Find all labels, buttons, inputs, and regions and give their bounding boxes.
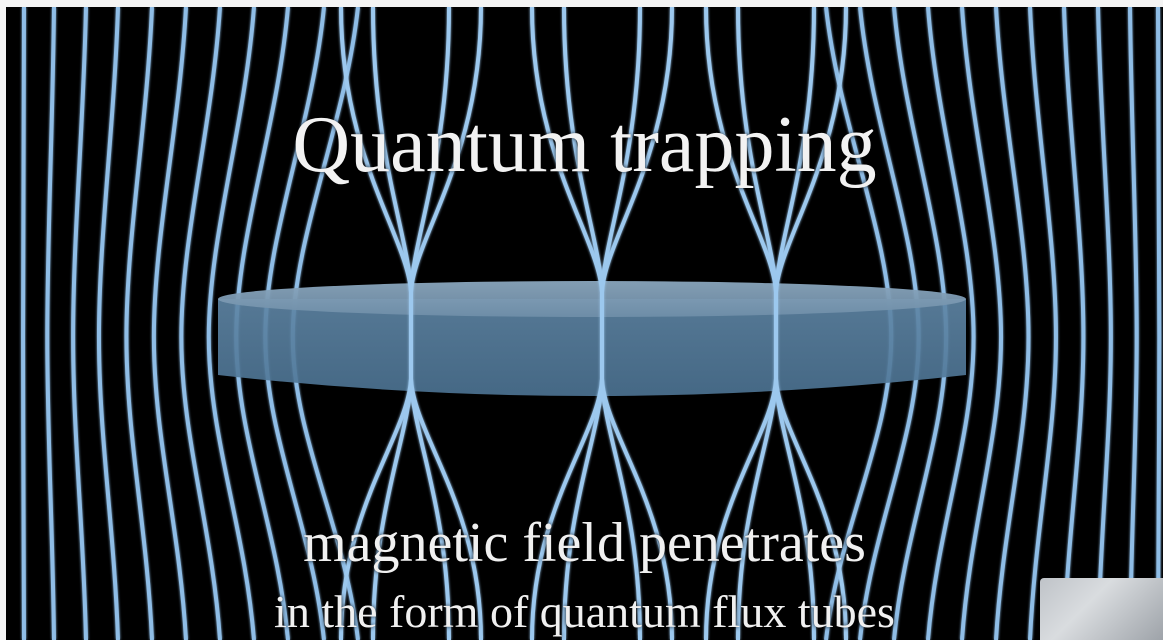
magnetic-field-illustration	[21, 7, 1162, 640]
field-line	[1096, 7, 1113, 640]
field-line	[1028, 7, 1058, 640]
field-line	[1128, 7, 1139, 640]
field-line	[1156, 7, 1162, 640]
flux-tube-line	[409, 7, 483, 640]
field-line	[96, 7, 120, 640]
superconductor-disc	[218, 281, 966, 396]
slide-title: Quantum trapping	[292, 101, 877, 189]
picture-in-picture-thumbnail	[1040, 578, 1163, 640]
field-line	[994, 7, 1031, 640]
slide: Quantum trapping magnetic field penetrat…	[6, 7, 1163, 640]
field-line	[151, 7, 188, 640]
caption-line-2: in the form of quantum flux tubes	[274, 586, 895, 637]
field-line	[71, 7, 88, 640]
field-line	[124, 7, 154, 640]
field-line	[206, 7, 256, 640]
caption-line-1: magnetic field penetrates	[303, 512, 866, 574]
field-line	[960, 7, 1004, 640]
flux-tube-line	[774, 7, 848, 640]
flux-tube-line	[600, 7, 674, 640]
field-line	[21, 7, 26, 640]
field-line	[926, 7, 976, 640]
field-line	[45, 7, 56, 640]
flux-tubes	[339, 7, 848, 640]
field-line	[179, 7, 222, 640]
field-line	[1062, 7, 1086, 640]
